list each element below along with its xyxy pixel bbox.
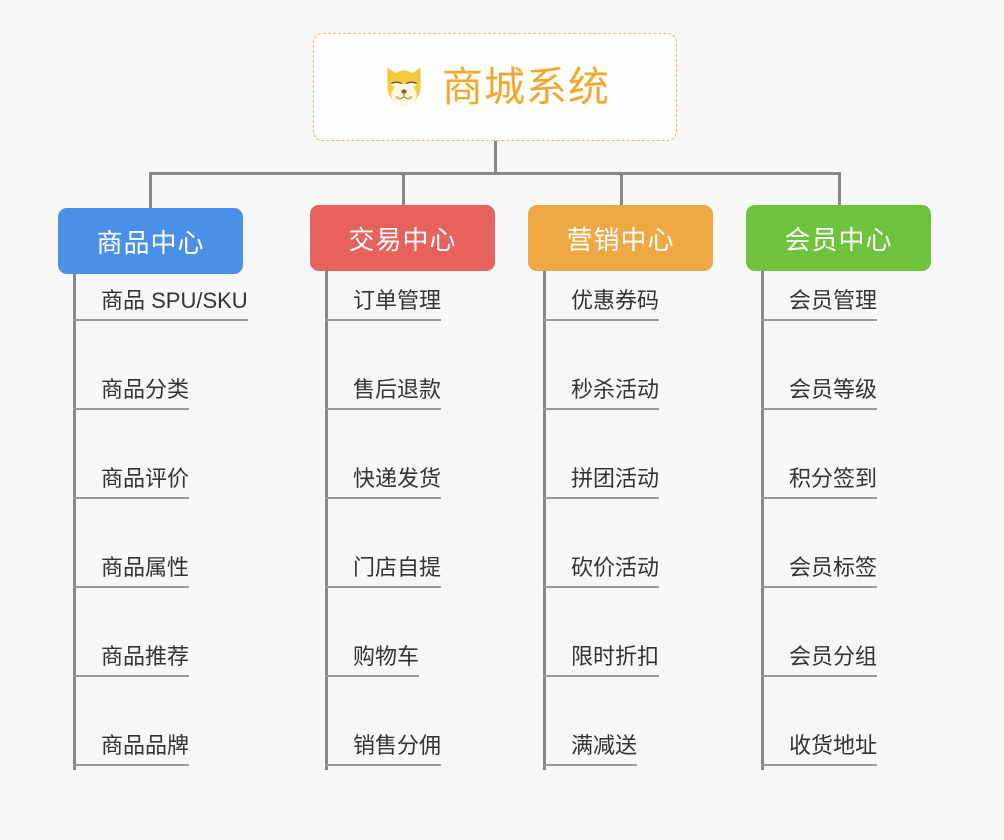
leaf-item-label: 商品 SPU/SKU xyxy=(101,288,248,313)
leaf-item-label: 商品评价 xyxy=(101,466,190,491)
leaf-item[interactable]: 商品推荐 xyxy=(73,644,190,677)
leaf-item[interactable]: 会员标签 xyxy=(761,555,878,588)
leaf-item-label: 会员等级 xyxy=(789,377,878,402)
leaf-item[interactable]: 限时折扣 xyxy=(543,644,660,677)
leaf-item-label: 拼团活动 xyxy=(571,466,660,491)
leaf-item-label: 销售分佣 xyxy=(353,733,442,758)
leaf-item-label: 订单管理 xyxy=(353,288,442,313)
leaf-item[interactable]: 销售分佣 xyxy=(325,733,442,766)
leaf-item-label: 快递发货 xyxy=(353,466,442,491)
leaf-item[interactable]: 拼团活动 xyxy=(543,466,660,499)
leaf-item[interactable]: 商品分类 xyxy=(73,377,190,410)
leaf-item-label: 商品品牌 xyxy=(101,733,190,758)
category-label: 商品中心 xyxy=(96,227,205,258)
branch-trunk-3 xyxy=(543,271,546,770)
leaf-item[interactable]: 订单管理 xyxy=(325,288,442,321)
leaf-item-label: 商品推荐 xyxy=(101,644,190,669)
leaf-item-label: 收货地址 xyxy=(789,733,878,758)
leaf-item[interactable]: 满减送 xyxy=(543,733,638,766)
category-label: 会员中心 xyxy=(784,224,893,255)
root-title: 商城系统 xyxy=(442,63,610,110)
leaf-item-label: 会员标签 xyxy=(789,555,878,580)
leaf-item[interactable]: 秒杀活动 xyxy=(543,377,660,410)
branch-drop-3 xyxy=(620,172,623,205)
category-label: 交易中心 xyxy=(348,224,457,255)
branch-drop-4 xyxy=(838,172,841,205)
category-box-3[interactable]: 营销中心 xyxy=(528,205,713,271)
leaf-item-label: 会员管理 xyxy=(789,288,878,313)
category-box-1[interactable]: 商品中心 xyxy=(58,208,243,274)
category-label: 营销中心 xyxy=(566,224,675,255)
branch-drop-1 xyxy=(149,172,152,208)
root-node[interactable]: 商城系统 xyxy=(313,33,677,141)
shiba-dog-icon xyxy=(387,67,421,107)
leaf-item[interactable]: 商品 SPU/SKU xyxy=(73,290,248,321)
leaf-item[interactable]: 购物车 xyxy=(325,644,420,677)
category-box-4[interactable]: 会员中心 xyxy=(746,205,931,271)
leaf-item-label: 积分签到 xyxy=(789,466,878,491)
branch-drop-2 xyxy=(402,172,405,205)
branch-trunk-4 xyxy=(761,271,764,770)
leaf-item-label: 会员分组 xyxy=(789,644,878,669)
leaf-item[interactable]: 会员管理 xyxy=(761,288,878,321)
leaf-item[interactable]: 砍价活动 xyxy=(543,555,660,588)
leaf-item[interactable]: 商品属性 xyxy=(73,555,190,588)
leaf-item[interactable]: 商品品牌 xyxy=(73,733,190,766)
leaf-item-label: 秒杀活动 xyxy=(571,377,660,402)
leaf-item[interactable]: 商品评价 xyxy=(73,466,190,499)
leaf-item-label: 商品分类 xyxy=(101,377,190,402)
leaf-item-label: 优惠券码 xyxy=(571,288,660,313)
root-stem xyxy=(494,141,497,172)
leaf-item[interactable]: 会员等级 xyxy=(761,377,878,410)
connector-bus xyxy=(149,172,841,175)
leaf-item[interactable]: 门店自提 xyxy=(325,555,442,588)
branch-trunk-2 xyxy=(325,271,328,770)
leaf-item-label: 购物车 xyxy=(353,644,420,669)
leaf-item-label: 门店自提 xyxy=(353,555,442,580)
leaf-item[interactable]: 会员分组 xyxy=(761,644,878,677)
leaf-item-label: 砍价活动 xyxy=(571,555,660,580)
leaf-item[interactable]: 售后退款 xyxy=(325,377,442,410)
leaf-item-label: 售后退款 xyxy=(353,377,442,402)
leaf-item[interactable]: 收货地址 xyxy=(761,733,878,766)
branch-trunk-1 xyxy=(73,274,76,770)
leaf-item[interactable]: 积分签到 xyxy=(761,466,878,499)
leaf-item-label: 商品属性 xyxy=(101,555,190,580)
leaf-item[interactable]: 优惠券码 xyxy=(543,288,660,321)
leaf-item-label: 限时折扣 xyxy=(571,644,660,669)
leaf-item-label: 满减送 xyxy=(571,733,638,758)
category-box-2[interactable]: 交易中心 xyxy=(310,205,495,271)
leaf-item[interactable]: 快递发货 xyxy=(325,466,442,499)
